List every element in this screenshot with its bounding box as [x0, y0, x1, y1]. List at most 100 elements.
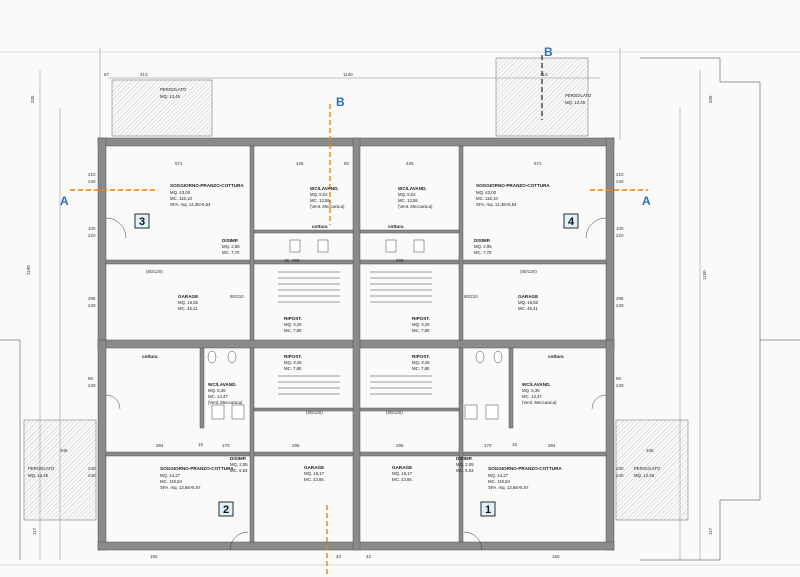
pergolato-bottom-right-mq: MQ. 12,45	[634, 473, 655, 478]
disimp-mc: MC. 5,53	[456, 468, 474, 473]
room-ripost-top-left: RIPOST. MQ. 3,25 MC. 7,80	[284, 316, 302, 333]
garage-mc: MC. 43,66	[304, 477, 324, 482]
unit-number-2: 2	[223, 504, 229, 516]
wc-mq: MQ. 5,02	[398, 192, 416, 197]
dim-240-left-c: 240	[88, 383, 96, 388]
dim-240-left-b: 240	[88, 303, 96, 308]
pergolato-top-right: PERGOLATO MQ. 12,45	[495, 57, 592, 137]
dim-100-left: 100	[88, 226, 96, 231]
section-mark-a-left: A	[60, 194, 69, 208]
neighbour-outline	[0, 57, 800, 561]
dim-425-right: 425	[406, 161, 414, 166]
ripost-mc: MC. 7,80	[412, 328, 430, 333]
garage-mq: MQ. 16,17	[392, 471, 413, 476]
dim-240-right-a: 240	[616, 179, 624, 184]
pergolato-bottom-left-title: PERGOLATO	[28, 466, 55, 471]
dim-240-left-d: 240	[88, 466, 96, 471]
dim-295-top-left: 295	[292, 258, 300, 263]
soggiorno-mq: MQ. 44,27	[160, 473, 181, 478]
room-wc-top-right: WC/LAVAND. MQ. 5,02 MC. 13,55 (Vent. Mec…	[398, 186, 433, 209]
cottura-label-top-left: cottura	[312, 224, 328, 229]
dim-160-left: 160	[150, 554, 158, 559]
room-garage-bottom-left: GARAGE MQ. 16,17 MC. 43,66	[304, 465, 325, 482]
pergolato-top-right-title: PERGOLATO	[565, 93, 592, 98]
room-ripost-bottom-left: RIPOST. MQ. 3,25 MC. 7,80	[284, 354, 302, 371]
dim-80-210-left: 80/210	[230, 294, 244, 299]
dim-210-left: 210	[88, 172, 96, 177]
room-disimp-top-left: DISIMP. MQ. 2,85 MC. 7,70	[222, 238, 240, 255]
dim-210-right: 210	[616, 172, 624, 177]
soggiorno-sfa: SFA. mq. 13,68>5,67	[488, 485, 529, 490]
cottura-label-bottom-left: cottura	[142, 354, 158, 359]
disimp-mq: MQ. 2,85	[222, 244, 240, 249]
room-garage-bottom-right: GARAGE MQ. 16,17 MC. 43,66	[392, 465, 413, 482]
wc-note: (Vent. Meccanica)	[310, 204, 345, 209]
soggiorno-mc: MC. 116,10	[170, 196, 193, 201]
garage-title: GARAGE	[518, 294, 538, 299]
wc-title: WC/LAVAND.	[310, 186, 339, 191]
wc-mc: MC. 14,47	[208, 394, 228, 399]
unit-badge-1: 1	[480, 501, 496, 517]
disimp-mc: MC. 5,53	[230, 468, 248, 473]
ripost-mc: MC. 7,80	[412, 366, 430, 371]
dim-80-210-right: 80/210	[464, 294, 478, 299]
disimp-title: DISIMP.	[456, 456, 473, 461]
disimp-mc: MC. 7,70	[474, 250, 492, 255]
dim-240-left-e: 240	[88, 473, 96, 478]
pergolato-bottom-left: PERGOLATO MQ. 12,45	[23, 419, 97, 521]
soggiorno-mc: MC. 119,53	[488, 479, 511, 484]
section-cut-lines	[70, 55, 648, 575]
garage-mc: MC. 45,41	[518, 306, 538, 311]
disimp-title: DISIMP.	[222, 238, 239, 243]
overall-dimensions: 1140 1190 1190 413 413 57 335 335 117 11…	[26, 48, 713, 560]
dim-240-left-a: 240	[88, 179, 96, 184]
dim-80-120-mid-right: (80/120)	[386, 410, 403, 415]
garage-mc: MC. 45,41	[178, 306, 198, 311]
pergolato-bottom-left-mq: MQ. 12,45	[28, 473, 49, 478]
dim-90-right: 90	[616, 376, 622, 381]
dim-384-right: 384	[548, 443, 556, 448]
dim-295-top-right: 295	[396, 258, 404, 263]
ripost-title: RIPOST.	[284, 354, 302, 359]
dim-15-top: 15	[284, 258, 290, 263]
garage-mc: MC. 43,66	[392, 477, 412, 482]
room-soggiorno-bottom-right: SOGGIORNO-PRANZO-COTTURA MQ. 44,27 MC. 1…	[488, 466, 562, 490]
dim-240-right-d: 240	[616, 466, 624, 471]
garage-title: GARAGE	[304, 465, 324, 470]
ripost-mc: MC. 7,80	[284, 366, 302, 371]
dim-345-right: 345	[646, 448, 654, 453]
section-mark-a-right: A	[642, 194, 651, 208]
pergolato-bottom-right-title: PERGOLATO	[634, 466, 661, 471]
dim-240-right-e: 240	[616, 473, 624, 478]
dim-top-413-left: 413	[140, 72, 148, 77]
dim-right-117: 117	[708, 527, 713, 535]
unit-badge-2: 2	[218, 501, 234, 517]
disimp-mq: MQ. 2,05	[456, 462, 474, 467]
ripost-title: RIPOST.	[284, 316, 302, 321]
disimp-mc: MC. 7,70	[222, 250, 240, 255]
dim-left-335: 335	[30, 95, 35, 103]
dim-42-right: 42	[366, 554, 372, 559]
pergolato-bottom-right: PERGOLATO MQ. 12,45	[615, 419, 689, 521]
unit-badge-3: 3	[134, 213, 150, 229]
ripost-mq: MQ. 3,25	[284, 360, 302, 365]
soggiorno-mq: MQ. 43,00	[476, 190, 497, 195]
unit-badge-4: 4	[563, 213, 579, 229]
garage-title: GARAGE	[392, 465, 412, 470]
dim-42-left: 42	[336, 554, 342, 559]
dim-80-120-mid-left: (80/120)	[306, 410, 323, 415]
wc-note: (Vent. Meccanica)	[208, 400, 243, 405]
room-wc-bottom-right: WC/LAVAND. MQ. 5,36 MC. 14,47 (Vent. Mec…	[522, 382, 557, 405]
room-soggiorno-bottom-left: SOGGIORNO-PRANZO-COTTURA MQ. 44,27 MC. 1…	[160, 466, 234, 490]
dim-top-1140: 1140	[343, 72, 353, 77]
cottura-label-bottom-right: cottura	[548, 354, 564, 359]
wc-mq: MQ. 5,02	[310, 192, 328, 197]
dim-384-left: 384	[156, 443, 164, 448]
wc-mc: MC. 13,55	[398, 198, 418, 203]
disimp-title: DISIMP.	[230, 456, 247, 461]
dim-160-right: 160	[552, 554, 560, 559]
soggiorno-title: SOGGIORNO-PRANZO-COTTURA	[170, 183, 244, 188]
soggiorno-title: SOGGIORNO-PRANZO-COTTURA	[488, 466, 562, 471]
dim-240-right-b: 240	[616, 303, 624, 308]
